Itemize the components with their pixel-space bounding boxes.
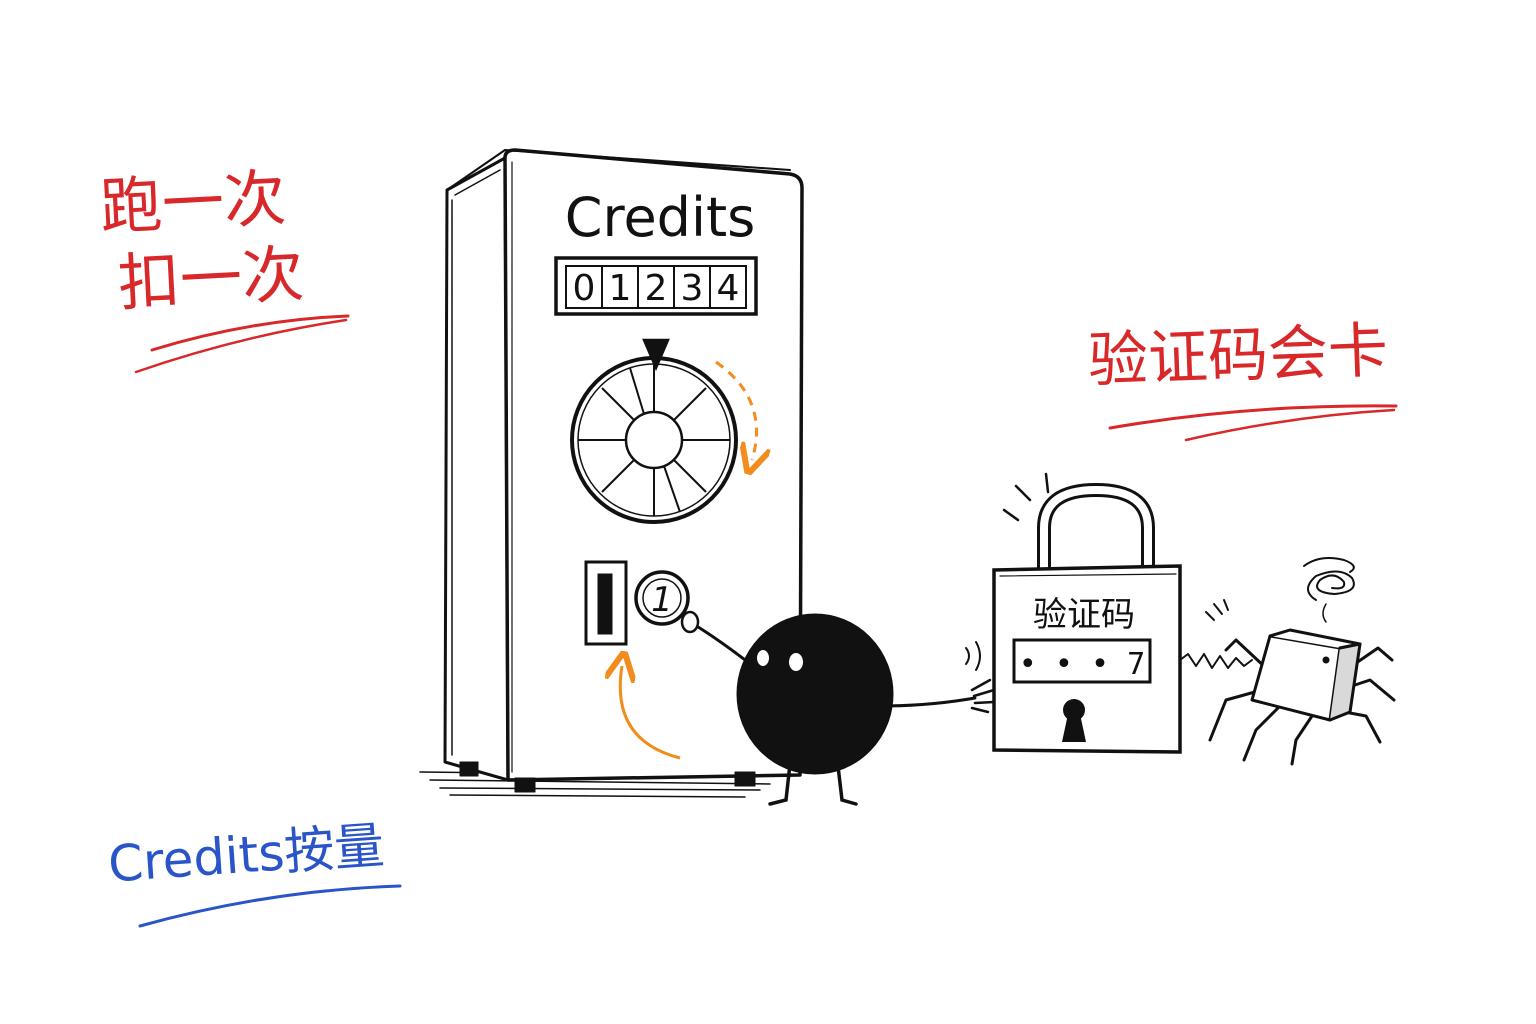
box-spider-robot-icon	[1179, 557, 1396, 766]
coin-label: 1	[651, 580, 673, 620]
note-run-once: 跑一次	[98, 161, 288, 244]
captcha-code-display: • • • 7	[1019, 647, 1145, 682]
note-charge-once: 扣一次	[116, 237, 306, 320]
coin-return-arrow	[620, 666, 681, 760]
padlock-icon	[965, 472, 1182, 754]
spinning-wheel-icon	[570, 338, 738, 524]
machine-title: Credits	[565, 186, 756, 249]
coin-slot	[584, 560, 628, 646]
padlock-label: 验证码	[1033, 595, 1135, 635]
counter-digit: 0	[573, 268, 596, 309]
credit-counter: 0 1 2 3 4	[554, 256, 758, 316]
black-blob-character-icon	[680, 610, 996, 806]
coin-icon: 1	[634, 570, 690, 626]
note-captcha-stuck: 验证码会卡	[1086, 315, 1390, 397]
counter-digit: 4	[717, 268, 740, 309]
counter-digit: 2	[645, 268, 668, 309]
counter-digit: 3	[681, 268, 704, 309]
wheel-rotation-arrow	[715, 360, 757, 460]
counter-digit: 1	[609, 268, 632, 309]
